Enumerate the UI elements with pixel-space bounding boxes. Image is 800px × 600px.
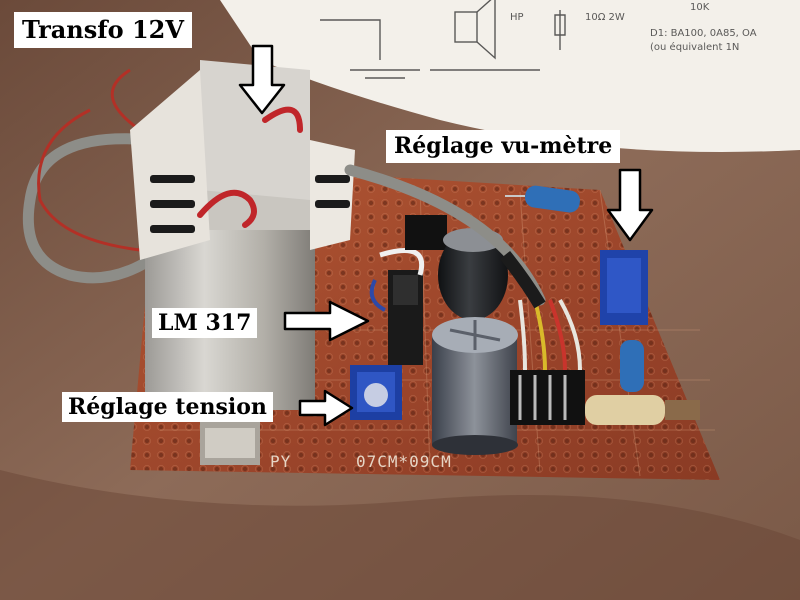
pcb-silkscreen-size: 07CM*09CM	[356, 452, 452, 471]
voltage-adjust-label: Réglage tension	[62, 392, 273, 422]
pcb-silkscreen-py: PY	[270, 452, 292, 471]
svg-text:10K: 10K	[690, 2, 710, 13]
arrow-right-tension	[298, 389, 354, 427]
arrow-down-transfo	[238, 44, 286, 115]
transfo-label: Transfo 12V	[14, 12, 192, 48]
svg-text:HP: HP	[510, 12, 524, 23]
svg-text:10Ω 2W: 10Ω 2W	[585, 12, 625, 23]
lm317-label: LM 317	[152, 308, 258, 338]
arrow-right-lm317	[283, 300, 370, 342]
vu-metre-adjust-label: Réglage vu-mètre	[386, 130, 621, 163]
arrow-down-vumetre	[606, 168, 654, 242]
svg-text:(ou équivalent 1N: (ou équivalent 1N	[650, 41, 739, 53]
svg-text:D1: BA100, 0A85, OA: D1: BA100, 0A85, OA	[650, 28, 757, 39]
